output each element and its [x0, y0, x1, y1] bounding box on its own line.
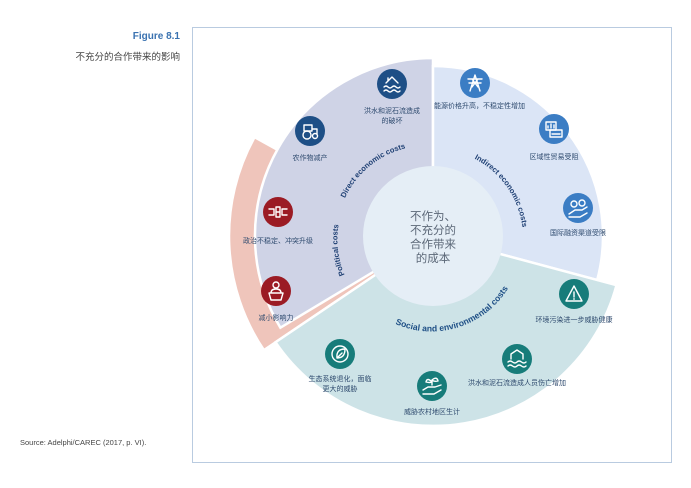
tractor-icon: [295, 116, 325, 146]
cost-item: 政治不稳定、冲突升级: [243, 197, 313, 245]
cost-item: 区域性贸易受阻: [530, 114, 579, 161]
speaker-podium-icon: [261, 276, 291, 306]
conflict-icon: [263, 197, 293, 227]
center-text-line: 不充分的: [410, 223, 456, 237]
cost-item-label: 的破坏: [382, 116, 403, 125]
cost-item-label: 能源价格升高，不稳定性增加: [434, 101, 525, 110]
cost-item-label: 环境污染进一步威胁健康: [536, 315, 613, 324]
figure-title: 不充分的合作带来的影响: [75, 52, 180, 63]
center-text-line: 合作带来: [410, 237, 456, 251]
cost-item: 威胁农村地区生计: [404, 371, 460, 416]
flood-house-icon: [502, 344, 532, 374]
cost-item-label: 农作物减产: [293, 153, 328, 162]
cost-item-label: 威胁农村地区生计: [404, 407, 460, 416]
trade-chart-icon: [539, 114, 569, 144]
cost-item: 洪水和泥石流造成人员伤亡增加: [468, 344, 566, 387]
center-text-line: 不作为、: [410, 209, 456, 223]
center-circle: [363, 166, 503, 306]
cost-item-label: 政治不稳定、冲突升级: [243, 236, 313, 245]
ecosystem-leaf-icon: [325, 339, 355, 369]
cost-item-label: 生态系统退化，面临: [309, 374, 372, 383]
cost-item-label: 洪水和泥石流造成: [364, 106, 420, 115]
cost-item-label: 国际融资渠道受限: [550, 228, 606, 237]
power-tower-icon: [460, 68, 490, 98]
finance-hand-icon: [563, 193, 593, 223]
cost-item: 环境污染进一步威胁健康: [536, 279, 613, 324]
sector-social: [273, 234, 619, 428]
warning-triangle-icon: [559, 279, 589, 309]
figure-source: Source: Adelphi/CAREC (2017, p. VI).: [20, 438, 147, 447]
cost-item-label: 区域性贸易受阻: [530, 152, 579, 161]
center-text-line: 的成本: [416, 251, 451, 265]
figure-number: Figure 8.1: [132, 31, 180, 42]
cost-item-label: 更大的威胁: [323, 384, 358, 393]
cost-item: 能源价格升高，不稳定性增加: [434, 68, 525, 110]
hand-plant-icon: [417, 371, 447, 401]
cost-item-label: 洪水和泥石流造成人员伤亡增加: [468, 378, 566, 387]
cost-item-label: 减小影响力: [259, 313, 294, 322]
cost-item: 减小影响力: [259, 276, 294, 322]
cost-item: 农作物减产: [293, 116, 328, 162]
flood-wave-icon: [377, 69, 407, 99]
cost-item: 国际融资渠道受限: [550, 193, 606, 237]
